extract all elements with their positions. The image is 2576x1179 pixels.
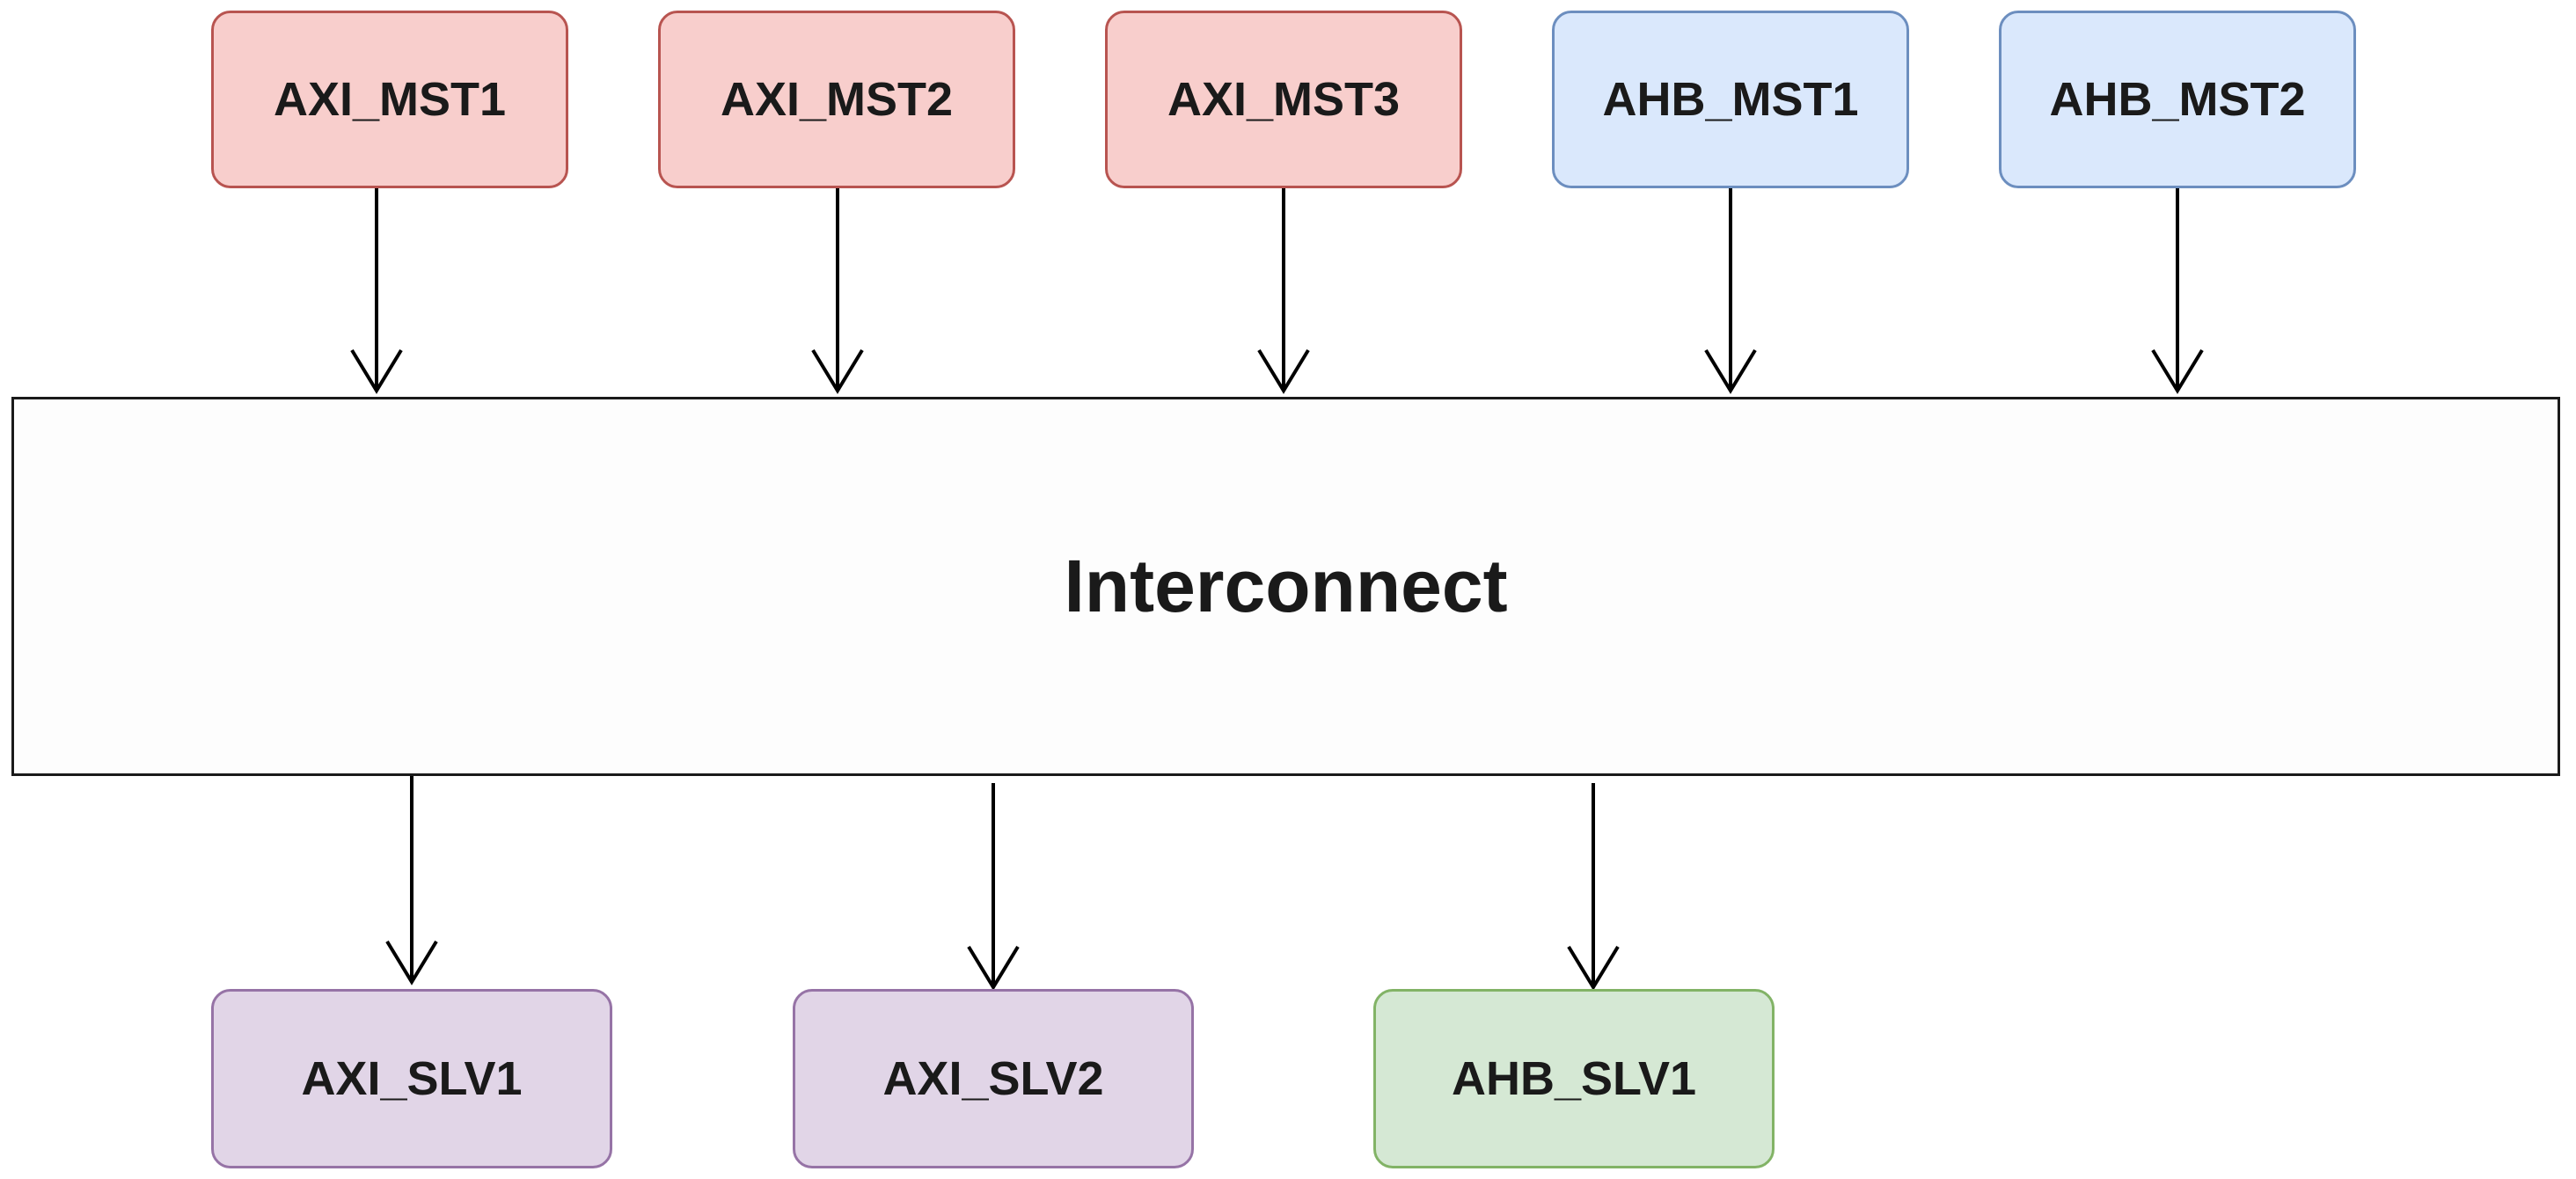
arrowhead-ahb-slv1 (1567, 945, 1620, 991)
arrowhead-axi-mst3 (1257, 348, 1310, 394)
arrowhead-axi-slv2 (967, 945, 1020, 991)
arrowhead-ahb-mst1 (1704, 348, 1757, 394)
master-axi-mst3[interactable]: AXI_MST3 (1105, 11, 1462, 188)
slave-ahb-slv1[interactable]: AHB_SLV1 (1373, 989, 1775, 1168)
arrowhead-ahb-mst2 (2151, 348, 2204, 394)
master-axi-mst2[interactable]: AXI_MST2 (658, 11, 1015, 188)
slave-axi-slv2[interactable]: AXI_SLV2 (793, 989, 1194, 1168)
master-ahb-mst1[interactable]: AHB_MST1 (1552, 11, 1909, 188)
master-ahb-mst2[interactable]: AHB_MST2 (1999, 11, 2356, 188)
arrowhead-axi-mst2 (811, 348, 864, 394)
arrowhead-axi-slv1 (385, 940, 438, 985)
master-axi-mst1[interactable]: AXI_MST1 (211, 11, 568, 188)
slave-axi-slv1[interactable]: AXI_SLV1 (211, 989, 612, 1168)
interconnect-label: Interconnect (1064, 545, 1508, 627)
interconnect-block[interactable]: Interconnect (11, 397, 2560, 776)
arrowhead-axi-mst1 (350, 348, 403, 394)
